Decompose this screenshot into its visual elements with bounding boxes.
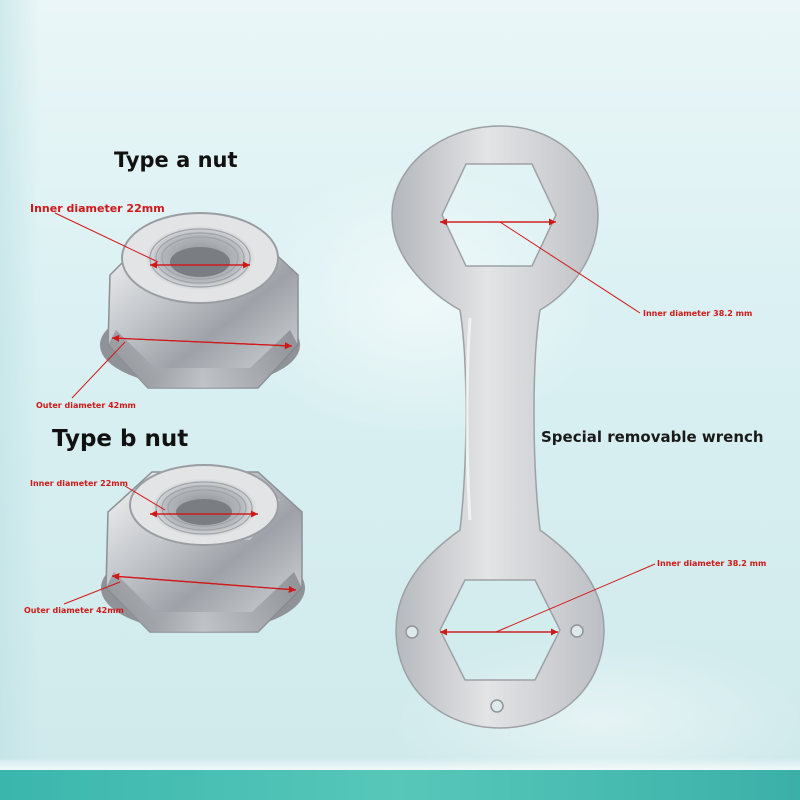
wrench-title: Special removable wrench (541, 428, 764, 446)
type-b-dimension-lines (63, 485, 297, 605)
type-b-nut-title: Type b nut (52, 426, 189, 452)
type-a-nut (100, 212, 300, 389)
type-a-outer-diameter-label: Outer diameter 42mm (36, 401, 136, 410)
type-a-inner-diameter-label: Inner diameter 22mm (30, 202, 165, 215)
type-b-outer-diameter-label: Outer diameter 42mm (24, 606, 124, 615)
type-a-nut-title: Type a nut (114, 148, 238, 172)
wrench-dimension-lines (440, 218, 656, 636)
removable-wrench (391, 125, 605, 729)
bottom-accent-band (0, 770, 800, 800)
wrench-top-inner-diameter-label: Inner diameter 38.2 mm (643, 309, 753, 318)
type-a-dimension-lines (54, 212, 293, 399)
type-b-inner-diameter-label: Inner diameter 22mm (30, 479, 128, 488)
wrench-bottom-inner-diameter-label: Inner diameter 38.2 mm (657, 559, 767, 568)
bottom-shine (0, 758, 800, 772)
background-panel (0, 0, 40, 760)
